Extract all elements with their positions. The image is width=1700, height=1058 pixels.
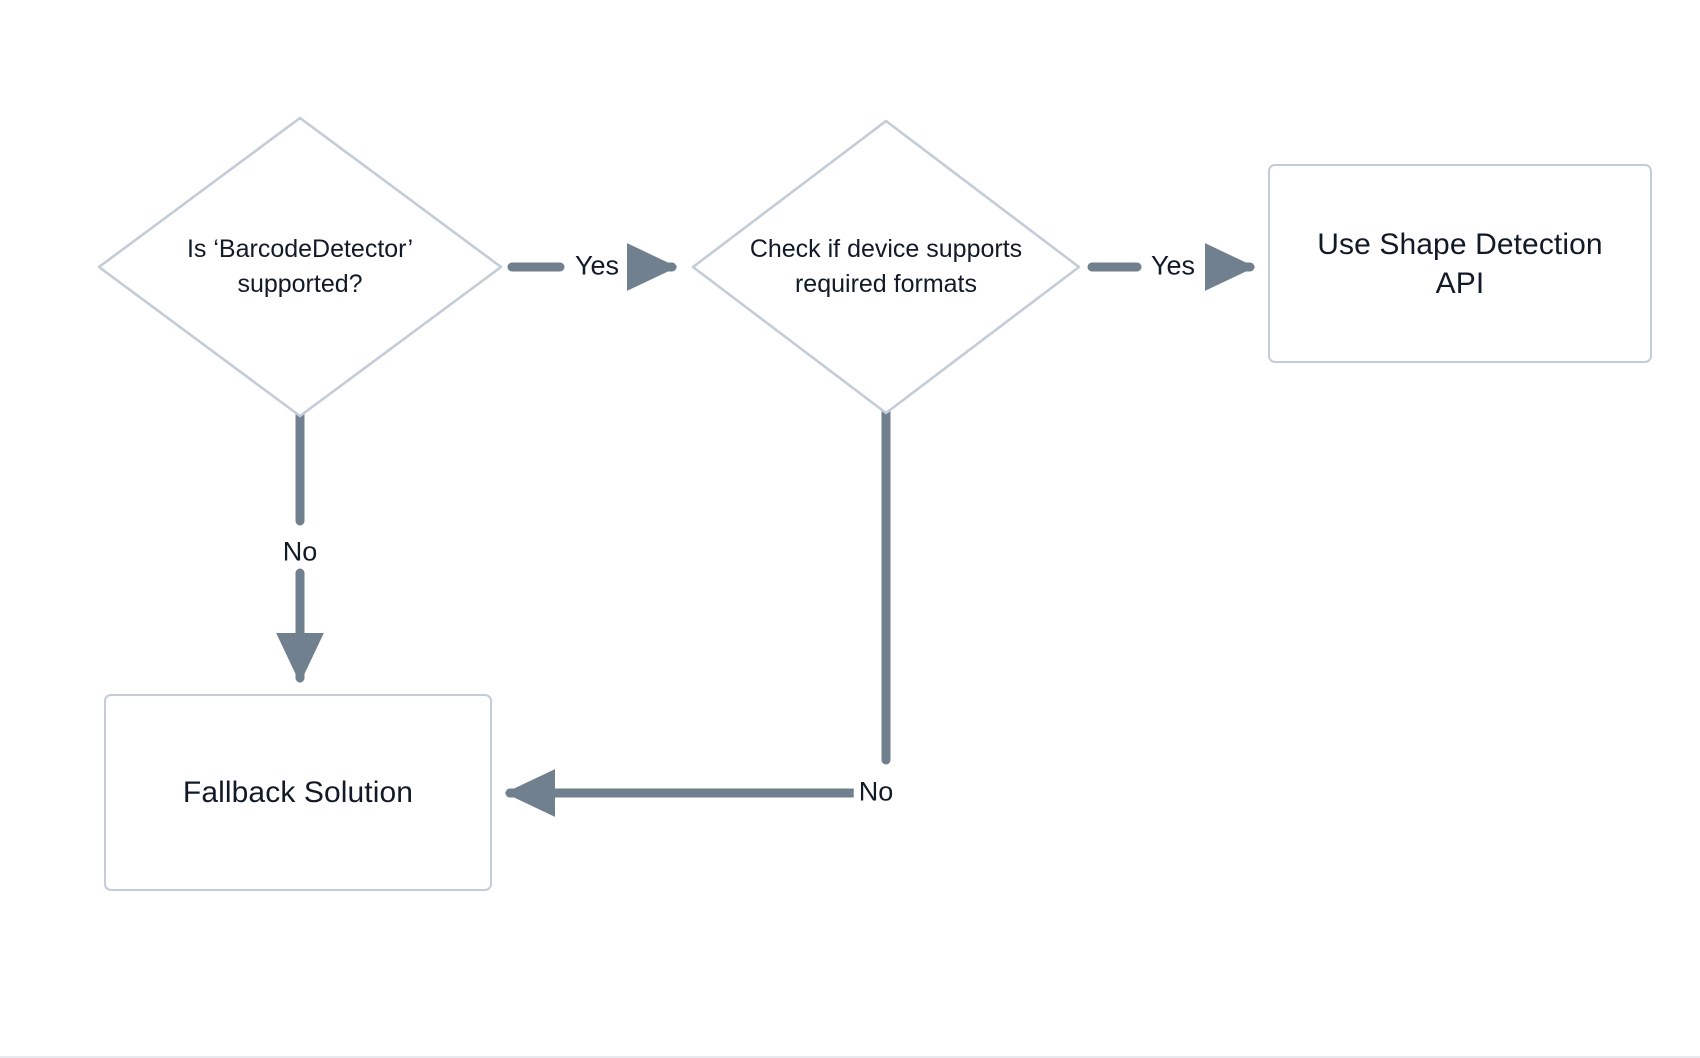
edge-label-yes-1: Yes [569, 250, 625, 282]
node-label-line2: required formats [794, 270, 978, 298]
diamond-shape [97, 116, 503, 418]
edge-label-no-1: No [277, 536, 323, 568]
diamond-shape [691, 119, 1081, 415]
node-label: Fallback Solution [165, 773, 431, 812]
node-label-line2: API [1435, 266, 1485, 300]
node-label-line1: Fallback Solution [182, 776, 414, 809]
node-label-line1: Is ‘BarcodeDetector’ [186, 234, 413, 263]
node-fallback-solution[interactable]: Fallback Solution [104, 694, 492, 891]
node-label: Use Shape Detection API [1299, 225, 1620, 303]
edge-no-2 [504, 407, 891, 817]
node-label: Check if device supports required format… [725, 232, 1046, 303]
node-barcode-detector-check[interactable]: Is ‘BarcodeDetector’ supported? [96, 115, 504, 419]
node-label: Is ‘BarcodeDetector’ supported? [133, 232, 468, 303]
node-use-shape-detection-api[interactable]: Use Shape Detection API [1268, 164, 1652, 363]
edge-label-yes-2: Yes [1145, 250, 1201, 282]
node-label-line1: Check if device supports [749, 234, 1023, 263]
node-device-formats-check[interactable]: Check if device supports required format… [690, 118, 1082, 416]
edge-label-no-2: No [853, 776, 899, 808]
node-label-line1: Use Shape Detection [1317, 227, 1603, 261]
node-label-line2: supported? [237, 270, 363, 298]
